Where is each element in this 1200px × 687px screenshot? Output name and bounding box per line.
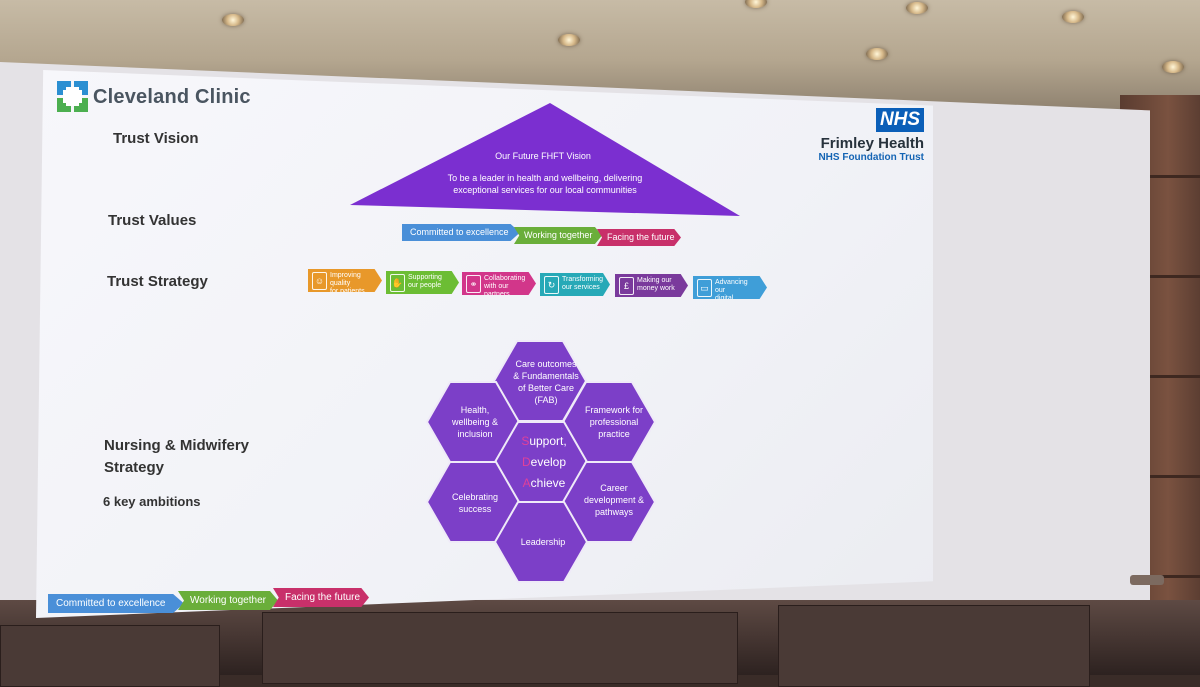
- hex-text: pathways: [594, 507, 634, 517]
- hex-text: of Better Care: [517, 383, 575, 393]
- strategy-line: digital capability: [715, 295, 734, 302]
- strategy-making-money-work: £ Making our money work: [615, 274, 688, 297]
- computer-icon: ▭: [697, 279, 712, 297]
- strategy-supporting-our-people: ✋ Supporting our people: [386, 271, 459, 294]
- hex-text: success: [458, 504, 492, 514]
- strategy-line: for patients: [330, 288, 365, 295]
- hex-text: Career: [600, 483, 628, 493]
- wall-slat: [1120, 475, 1200, 478]
- hex-text: practice: [598, 429, 630, 439]
- value-working-together: Working together: [514, 227, 602, 244]
- sda-initial: A: [522, 476, 531, 490]
- strategy-transforming-services: ↻ Transforming our services: [540, 273, 610, 296]
- footer-working-together: Working together: [178, 591, 278, 610]
- hex-text: Framework for: [584, 405, 643, 415]
- wall-slat: [1120, 175, 1200, 178]
- value-facing-the-future: Facing the future: [597, 229, 681, 246]
- nhs-logo: NHS: [876, 108, 924, 132]
- hex-text: (FAB): [534, 395, 558, 405]
- hex-text: wellbeing &: [451, 417, 499, 427]
- cleveland-clinic-logo-icon: [57, 81, 88, 112]
- wall-slat: [1120, 375, 1200, 378]
- hex-celebrating-label: Celebrating success: [432, 491, 518, 515]
- trust-name: Frimley Health: [820, 135, 924, 152]
- ceiling-light: [866, 48, 888, 60]
- nursing-strategy-label: Nursing & Midwifery Strategy: [104, 435, 249, 479]
- footer-committed-to-excellence: Committed to excellence: [48, 594, 184, 613]
- clinic-name: Cleveland Clinic: [93, 86, 251, 108]
- ceiling-light: [1162, 61, 1184, 73]
- vision-title: Our Future FHFT Vision: [495, 151, 591, 161]
- strategy-line: with our partners: [484, 283, 510, 298]
- footer-facing-the-future: Facing the future: [273, 588, 369, 607]
- hex-health-label: Health, wellbeing & inclusion: [432, 404, 518, 440]
- trust-subtitle: NHS Foundation Trust: [818, 152, 924, 163]
- ceiling-light: [558, 34, 580, 46]
- vision-triangle: [350, 103, 740, 216]
- hex-career-label: Career development & pathways: [566, 482, 662, 518]
- hex-text: Celebrating: [451, 492, 499, 502]
- hex-text: Health,: [460, 405, 490, 415]
- frimley-health-logo: Frimley Health NHS Foundation Trust: [818, 135, 924, 163]
- hex-text: inclusion: [457, 429, 493, 439]
- patient-icon: ☺: [312, 272, 327, 290]
- hex-center-label: Support, Develop Achieve: [504, 431, 584, 494]
- ceiling-light: [745, 0, 767, 8]
- trust-values-label: Trust Values: [108, 212, 197, 229]
- sda-initial: D: [521, 455, 531, 469]
- hex-leadership-label: Leadership: [520, 537, 566, 547]
- sda-rest: evelop: [530, 455, 567, 469]
- ambitions-hexagons: [425, 340, 657, 583]
- hex-text: & Fundamentals: [513, 371, 579, 381]
- handshake-icon: ⚭: [466, 275, 481, 293]
- key-ambitions-label: 6 key ambitions: [103, 494, 201, 509]
- vision-statement: To be a leader in health and wellbeing, …: [447, 173, 643, 195]
- ceiling-light: [906, 2, 928, 14]
- hex-care-label: Care outcomes & Fundamentals of Better C…: [500, 358, 592, 406]
- ceiling-light: [1062, 11, 1084, 23]
- sda-initial: S: [521, 434, 530, 448]
- hex-leadership: [493, 501, 589, 583]
- ceiling-light: [222, 14, 244, 26]
- trust-strategy-label: Trust Strategy: [107, 273, 208, 290]
- hex-text: development &: [583, 495, 645, 505]
- strategy-line: our services: [562, 284, 600, 291]
- hex-framework-label: Framework for professional practice: [568, 404, 660, 440]
- value-committed-to-excellence: Committed to excellence: [402, 224, 520, 241]
- hex-text: professional: [589, 417, 639, 427]
- sda-line: Support,: [504, 431, 584, 452]
- strategy-line: our people: [408, 282, 442, 289]
- stage-panel: [262, 612, 738, 684]
- strategy-line: Transforming: [562, 276, 603, 283]
- wall-slat: [1120, 275, 1200, 278]
- nursing-strategy-line-1: Nursing & Midwifery: [104, 437, 250, 454]
- stage-panel: [0, 625, 220, 687]
- trust-vision-label: Trust Vision: [113, 130, 199, 147]
- money-icon: £: [619, 277, 634, 295]
- strategy-line: money work: [637, 285, 675, 292]
- strategy-line: Making our: [637, 277, 672, 284]
- sda-rest: upport,: [529, 434, 567, 448]
- nursing-strategy-line-2: Strategy: [104, 459, 165, 476]
- strategy-line: Advancing our: [715, 279, 748, 294]
- strategy-line: Improving quality: [330, 272, 361, 287]
- sda-rest: chieve: [530, 476, 566, 490]
- sda-line: Develop: [504, 452, 584, 473]
- strategy-improving-quality: ☺ Improving quality for patients: [308, 269, 382, 292]
- strategy-line: Collaborating: [484, 275, 526, 282]
- strategy-advancing-digital: ▭ Advancing our digital capability: [693, 276, 767, 299]
- sda-line: Achieve: [504, 473, 584, 494]
- screen-bar-end: [1130, 575, 1164, 585]
- strategy-line: Supporting: [408, 274, 442, 281]
- hands-icon: ✋: [390, 274, 405, 292]
- cycle-icon: ↻: [544, 276, 559, 294]
- strategy-collaborating: ⚭ Collaborating with our partners: [462, 272, 536, 295]
- hex-text: Care outcomes: [515, 359, 577, 369]
